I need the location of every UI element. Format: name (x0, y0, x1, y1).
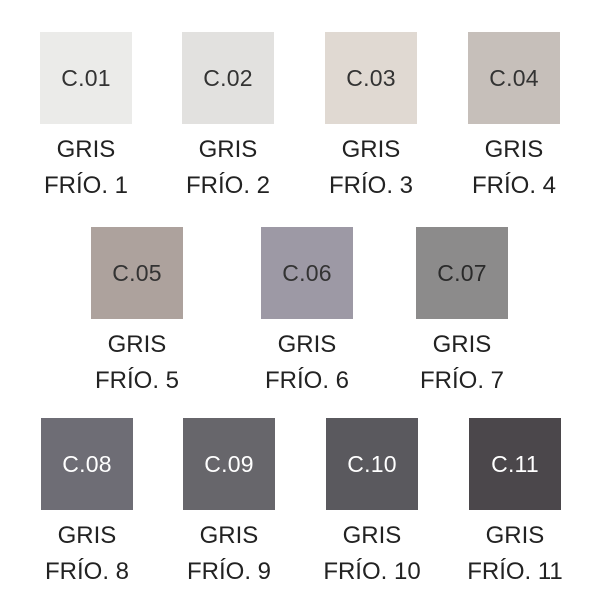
swatch-name-line1: GRIS (198, 136, 258, 163)
swatch-card-c03: C.03 GRIS FRÍO. 3 (306, 32, 436, 204)
swatch-card-c11: C.11 GRIS FRÍO. 11 (450, 418, 580, 590)
color-swatch: C.11 (469, 418, 561, 510)
swatch-card-c01: C.01 GRIS FRÍO. 1 (21, 32, 151, 204)
swatch-card-c08: C.08 GRIS FRÍO. 8 (22, 418, 152, 590)
swatch-label: GRIS FRÍO. 6 (265, 327, 349, 399)
swatch-name-line1: GRIS (432, 331, 492, 358)
swatch-code: C.04 (489, 64, 539, 91)
swatch-label: GRIS FRÍO. 4 (472, 132, 556, 204)
swatch-name-line1: GRIS (199, 522, 259, 549)
swatch-card-c05: C.05 GRIS FRÍO. 5 (72, 227, 202, 399)
swatch-card-c04: C.04 GRIS FRÍO. 4 (449, 32, 579, 204)
swatch-label: GRIS FRÍO. 7 (420, 327, 504, 399)
swatch-name-line1: GRIS (107, 331, 167, 358)
swatch-label: GRIS FRÍO. 9 (187, 518, 271, 590)
swatch-card-c07: C.07 GRIS FRÍO. 7 (397, 227, 527, 399)
swatch-card-c06: C.06 GRIS FRÍO. 6 (242, 227, 372, 399)
swatch-card-c10: C.10 GRIS FRÍO. 10 (307, 418, 437, 590)
swatch-label: GRIS FRÍO. 5 (95, 327, 179, 399)
swatch-code: C.07 (437, 259, 487, 286)
color-swatch: C.08 (41, 418, 133, 510)
swatch-code: C.06 (282, 259, 332, 286)
color-swatch: C.10 (326, 418, 418, 510)
swatch-name-line2: FRÍO. 9 (186, 558, 271, 585)
swatch-code: C.08 (62, 450, 112, 477)
swatch-name-line2: FRÍO. 3 (328, 172, 413, 199)
swatch-name-line2: FRÍO. 4 (471, 172, 556, 199)
color-swatch: C.06 (261, 227, 353, 319)
color-swatch: C.01 (40, 32, 132, 124)
swatch-code: C.02 (203, 64, 253, 91)
swatch-card-c02: C.02 GRIS FRÍO. 2 (163, 32, 293, 204)
swatch-name-line2: FRÍO. 5 (94, 367, 179, 394)
swatch-name-line2: FRÍO. 10 (323, 558, 421, 585)
color-swatch: C.02 (182, 32, 274, 124)
color-swatch: C.09 (183, 418, 275, 510)
color-swatch: C.03 (325, 32, 417, 124)
swatch-name-line1: GRIS (56, 136, 116, 163)
swatch-name-line2: FRÍO. 8 (44, 558, 129, 585)
swatch-name-line2: FRÍO. 2 (185, 172, 270, 199)
swatch-label: GRIS FRÍO. 10 (323, 518, 420, 590)
swatch-name-line2: FRÍO. 7 (419, 367, 504, 394)
swatch-code: C.10 (347, 450, 397, 477)
color-swatch: C.07 (416, 227, 508, 319)
swatch-name-line2: FRÍO. 1 (43, 172, 128, 199)
swatch-code: C.05 (112, 259, 162, 286)
color-swatch: C.05 (91, 227, 183, 319)
swatch-label: GRIS FRÍO. 1 (44, 132, 128, 204)
swatch-label: GRIS FRÍO. 2 (186, 132, 270, 204)
swatch-code: C.09 (204, 450, 254, 477)
swatch-name-line1: GRIS (484, 136, 544, 163)
swatch-label: GRIS FRÍO. 11 (467, 518, 563, 590)
swatch-name-line1: GRIS (57, 522, 117, 549)
swatch-code: C.01 (61, 64, 111, 91)
swatch-code: C.03 (346, 64, 396, 91)
swatch-name-line1: GRIS (342, 522, 402, 549)
swatch-name-line2: FRÍO. 6 (264, 367, 349, 394)
swatch-name-line2: FRÍO. 11 (467, 558, 563, 585)
swatch-label: GRIS FRÍO. 3 (329, 132, 413, 204)
color-swatch: C.04 (468, 32, 560, 124)
swatch-name-line1: GRIS (341, 136, 401, 163)
swatch-code: C.11 (491, 450, 539, 477)
swatch-card-c09: C.09 GRIS FRÍO. 9 (164, 418, 294, 590)
swatch-name-line1: GRIS (277, 331, 337, 358)
swatch-name-line1: GRIS (485, 522, 545, 549)
swatch-label: GRIS FRÍO. 8 (45, 518, 129, 590)
